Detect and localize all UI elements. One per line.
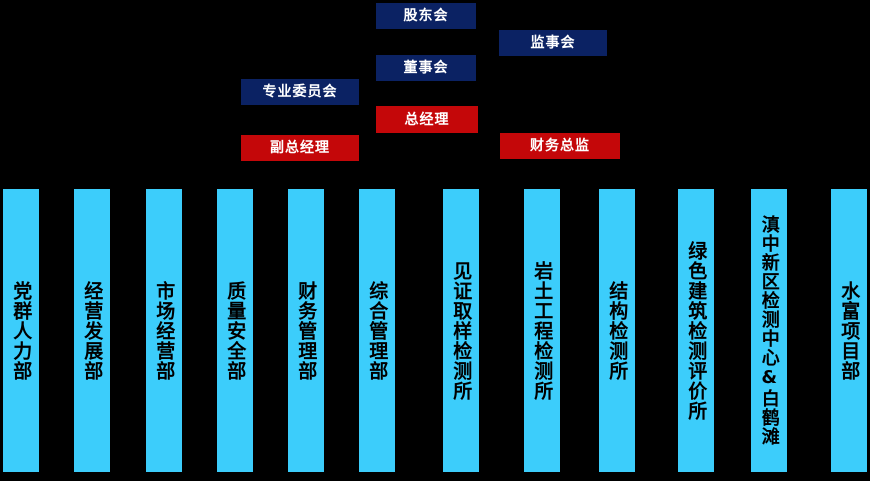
exec-box-0[interactable]: 股东会 bbox=[376, 3, 476, 29]
department-column[interactable]: 市场经营部 bbox=[145, 188, 183, 473]
department-label: 党群人力部 bbox=[10, 280, 33, 381]
department-column[interactable]: 结构检测所 bbox=[598, 188, 636, 473]
department-column[interactable]: 财务管理部 bbox=[287, 188, 325, 473]
department-label: 见证取样检测所 bbox=[450, 260, 473, 401]
department-label: 水富项目部 bbox=[838, 280, 861, 381]
department-label: 市场经营部 bbox=[153, 280, 176, 381]
department-column[interactable]: 水富项目部 bbox=[830, 188, 868, 473]
department-column[interactable]: 质量安全部 bbox=[216, 188, 254, 473]
department-label: 滇中新区检测中心&白鹤滩 bbox=[758, 215, 780, 446]
department-label: 财务管理部 bbox=[295, 280, 318, 381]
department-label: 绿色建筑检测评价所 bbox=[685, 240, 708, 421]
department-label: 岩土工程检测所 bbox=[531, 260, 554, 401]
department-column[interactable]: 绿色建筑检测评价所 bbox=[677, 188, 715, 473]
department-column[interactable]: 滇中新区检测中心&白鹤滩 bbox=[750, 188, 788, 473]
department-column[interactable]: 岩土工程检测所 bbox=[523, 188, 561, 473]
department-column[interactable]: 见证取样检测所 bbox=[442, 188, 480, 473]
exec-box-3[interactable]: 专业委员会 bbox=[241, 79, 359, 105]
exec-box-6[interactable]: 财务总监 bbox=[500, 133, 620, 159]
department-column[interactable]: 经营发展部 bbox=[73, 188, 111, 473]
exec-box-1[interactable]: 监事会 bbox=[499, 30, 607, 56]
department-label: 质量安全部 bbox=[224, 280, 247, 381]
exec-box-5[interactable]: 副总经理 bbox=[241, 135, 359, 161]
department-label: 结构检测所 bbox=[606, 280, 629, 381]
department-label: 经营发展部 bbox=[81, 280, 104, 381]
department-column[interactable]: 党群人力部 bbox=[2, 188, 40, 473]
department-label: 综合管理部 bbox=[366, 280, 389, 381]
department-column[interactable]: 综合管理部 bbox=[358, 188, 396, 473]
exec-box-4[interactable]: 总经理 bbox=[376, 106, 478, 133]
exec-box-2[interactable]: 董事会 bbox=[376, 55, 476, 81]
